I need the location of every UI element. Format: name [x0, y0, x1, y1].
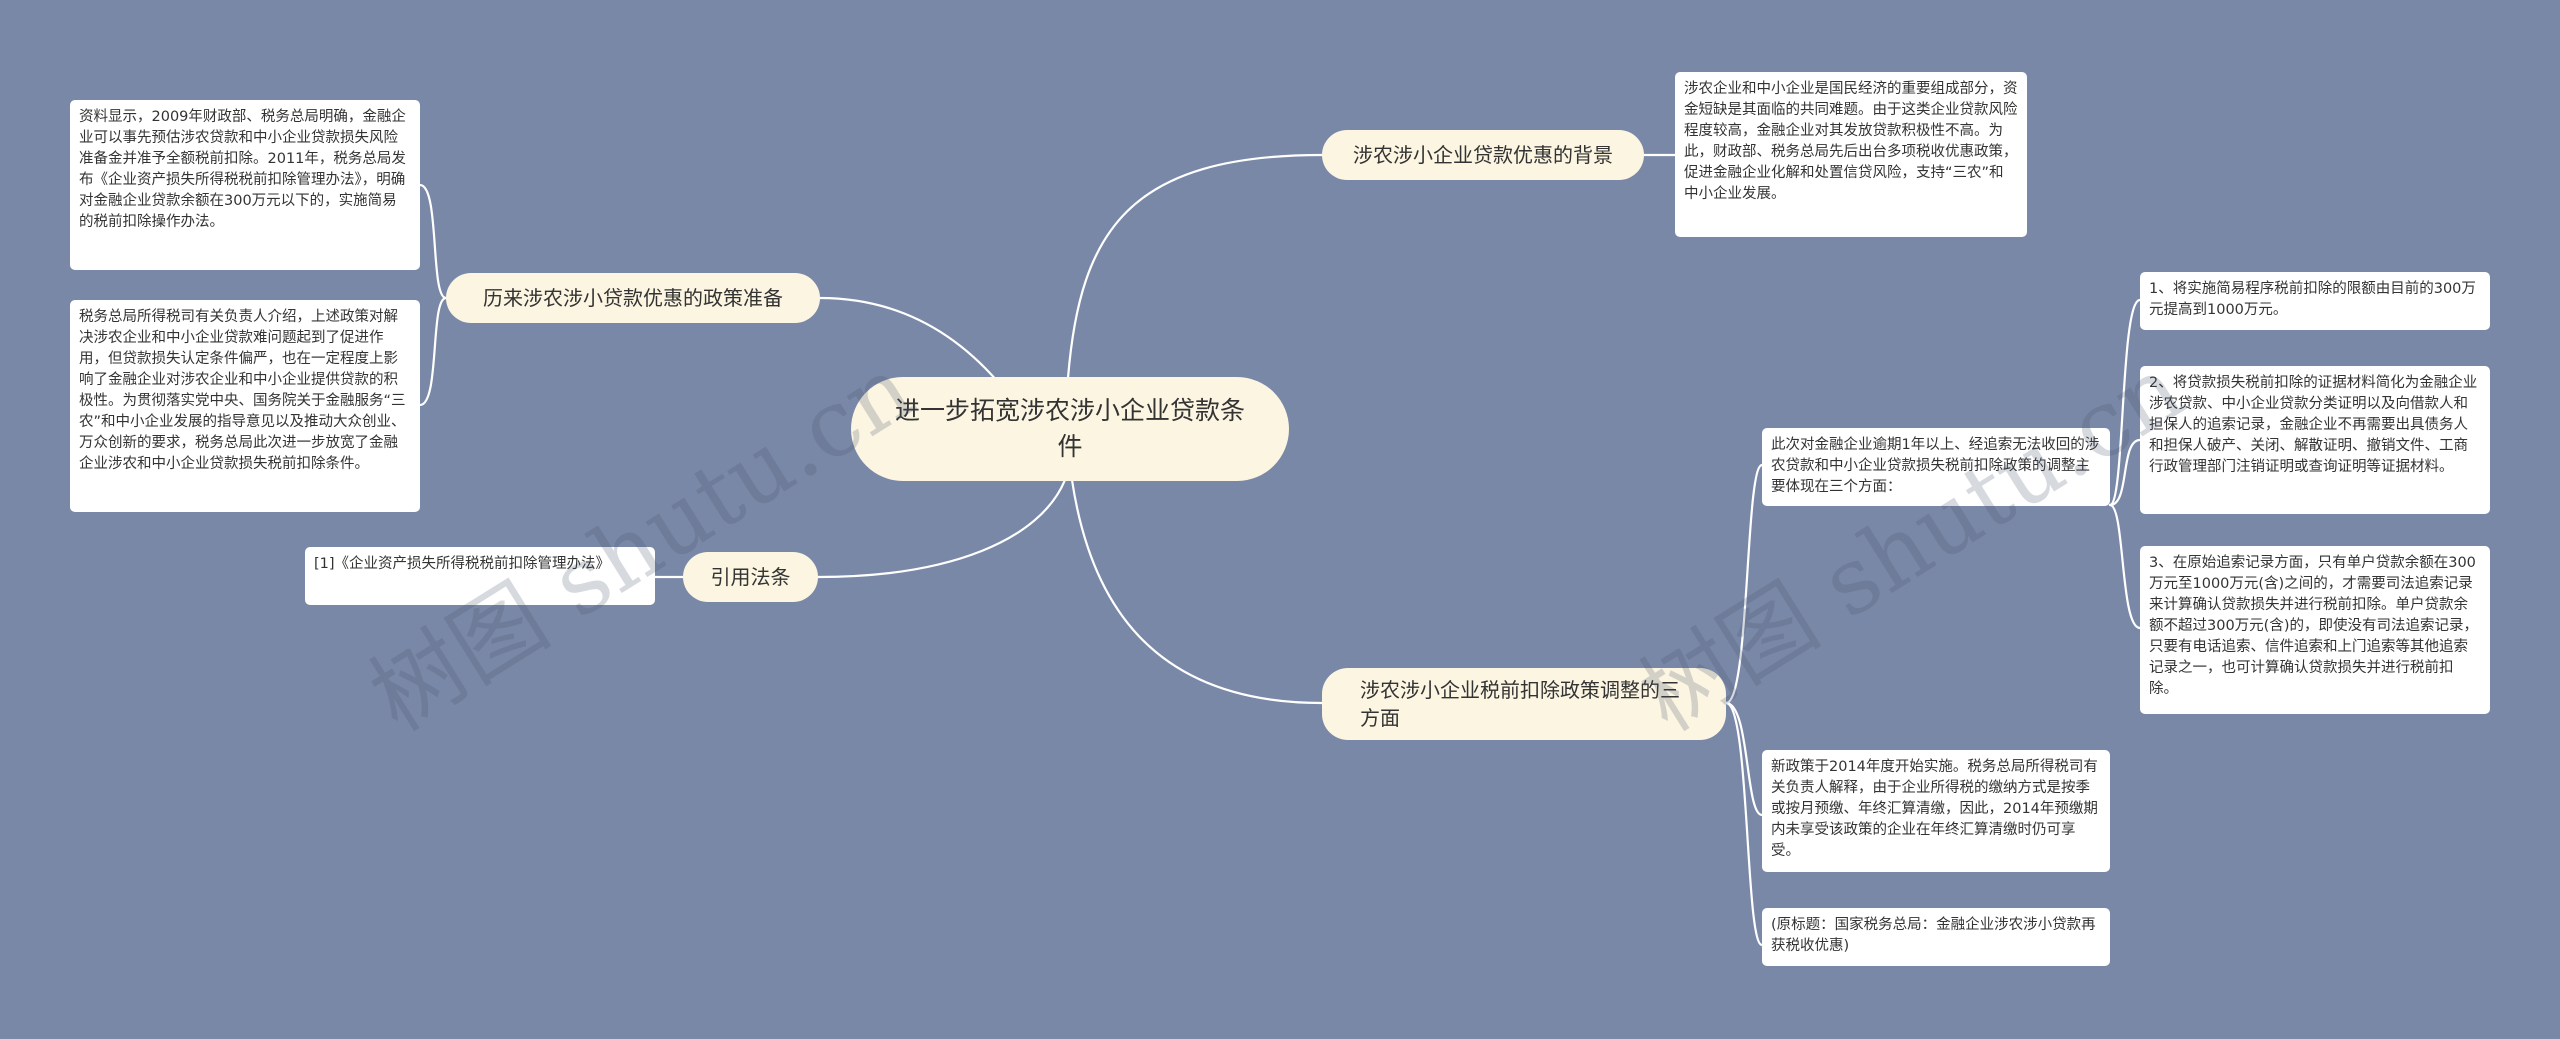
leaf-adjustment-intro[interactable]: 此次对金融企业逾期1年以上、经追索无法收回的涉农贷款和中小企业贷款损失税前扣除政…: [1762, 428, 2110, 506]
link-policy-leaf-1: [418, 183, 448, 300]
link-intro-point-2: [2108, 438, 2142, 507]
link-root-citation: [816, 478, 1067, 579]
branch-policy-history-label: 历来涉农涉小贷款优惠的政策准备: [483, 286, 783, 310]
root-topic[interactable]: 进一步拓宽涉农涉小企业贷款条件: [851, 377, 1289, 481]
branch-background[interactable]: 涉农涉小企业贷款优惠的背景: [1322, 130, 1644, 180]
link-adjust-leaf-2: [1724, 701, 1764, 947]
branch-citation[interactable]: 引用法条: [683, 552, 818, 602]
leaf-citation-content: [1]《企业资产损失所得税税前扣除管理办法》: [314, 556, 611, 572]
leaf-adjustment-point-2[interactable]: 2、将贷款损失税前扣除的证据材料简化为金融企业涉农贷款、中小企业贷款分类证明以及…: [2140, 366, 2490, 514]
link-adjust-intro: [1724, 463, 1764, 705]
leaf-adjustment-intro-content: 此次对金融企业逾期1年以上、经追索无法收回的涉农贷款和中小企业贷款损失税前扣除政…: [1771, 437, 2100, 495]
leaf-citation[interactable]: [1]《企业资产损失所得税税前扣除管理办法》: [305, 547, 655, 605]
leaf-adjustment-source[interactable]: (原标题：国家税务总局：金融企业涉农涉小贷款再获税收优惠): [1762, 908, 2110, 966]
leaf-adjustment-point-1[interactable]: 1、将实施简易程序税前扣除的限额由目前的300万元提高到1000万元。: [2140, 272, 2490, 330]
root-topic-text: 进一步拓宽涉农涉小企业贷款条件: [894, 396, 1245, 461]
leaf-adjustment-effective[interactable]: 新政策于2014年度开始实施。税务总局所得税司有关负责人解释，由于企业所得税的缴…: [1762, 750, 2110, 872]
leaf-policy-history-2[interactable]: 税务总局所得税司有关负责人介绍，上述政策对解决涉农企业和中小企业贷款难问题起到了…: [70, 300, 420, 512]
leaf-adjustment-point-1-content: 1、将实施简易程序税前扣除的限额由目前的300万元提高到1000万元。: [2149, 281, 2476, 318]
leaf-policy-history-1[interactable]: 资料显示，2009年财政部、税务总局明确，金融企业可以事先预估涉农贷款和中小企业…: [70, 100, 420, 270]
link-adjust-leaf-1: [1724, 701, 1764, 817]
branch-policy-history[interactable]: 历来涉农涉小贷款优惠的政策准备: [446, 273, 820, 323]
branch-background-label: 涉农涉小企业贷款优惠的背景: [1353, 143, 1613, 167]
leaf-background-content: 涉农企业和中小企业是国民经济的重要组成部分，资金短缺是其面临的共同难题。由于这类…: [1684, 81, 2018, 202]
link-intro-point-1: [2108, 298, 2142, 507]
link-root-background: [1066, 153, 1324, 380]
link-root-adjustment: [1070, 478, 1324, 705]
leaf-policy-history-1-content: 资料显示，2009年财政部、税务总局明确，金融企业可以事先预估涉农贷款和中小企业…: [79, 109, 406, 230]
branch-adjustment[interactable]: 涉农涉小企业税前扣除政策调整的三方面: [1322, 668, 1726, 740]
leaf-adjustment-source-content: (原标题：国家税务总局：金融企业涉农涉小贷款再获税收优惠): [1771, 917, 2096, 954]
leaf-adjustment-point-2-content: 2、将贷款损失税前扣除的证据材料简化为金融企业涉农贷款、中小企业贷款分类证明以及…: [2149, 375, 2478, 475]
leaf-adjustment-effective-content: 新政策于2014年度开始实施。税务总局所得税司有关负责人解释，由于企业所得税的缴…: [1771, 759, 2098, 859]
branch-adjustment-label: 涉农涉小企业税前扣除政策调整的三方面: [1360, 678, 1680, 730]
branch-citation-label: 引用法条: [710, 565, 791, 589]
leaf-policy-history-2-content: 税务总局所得税司有关负责人介绍，上述政策对解决涉农企业和中小企业贷款难问题起到了…: [79, 309, 406, 472]
leaf-background-text[interactable]: 涉农企业和中小企业是国民经济的重要组成部分，资金短缺是其面临的共同难题。由于这类…: [1675, 72, 2027, 237]
link-intro-point-3: [2108, 503, 2142, 630]
leaf-adjustment-point-3[interactable]: 3、在原始追索记录方面，只有单户贷款余额在300万元至1000万元(含)之间的，…: [2140, 546, 2490, 714]
link-policy-leaf-2: [418, 296, 448, 407]
leaf-adjustment-point-3-content: 3、在原始追索记录方面，只有单户贷款余额在300万元至1000万元(含)之间的，…: [2149, 555, 2478, 697]
